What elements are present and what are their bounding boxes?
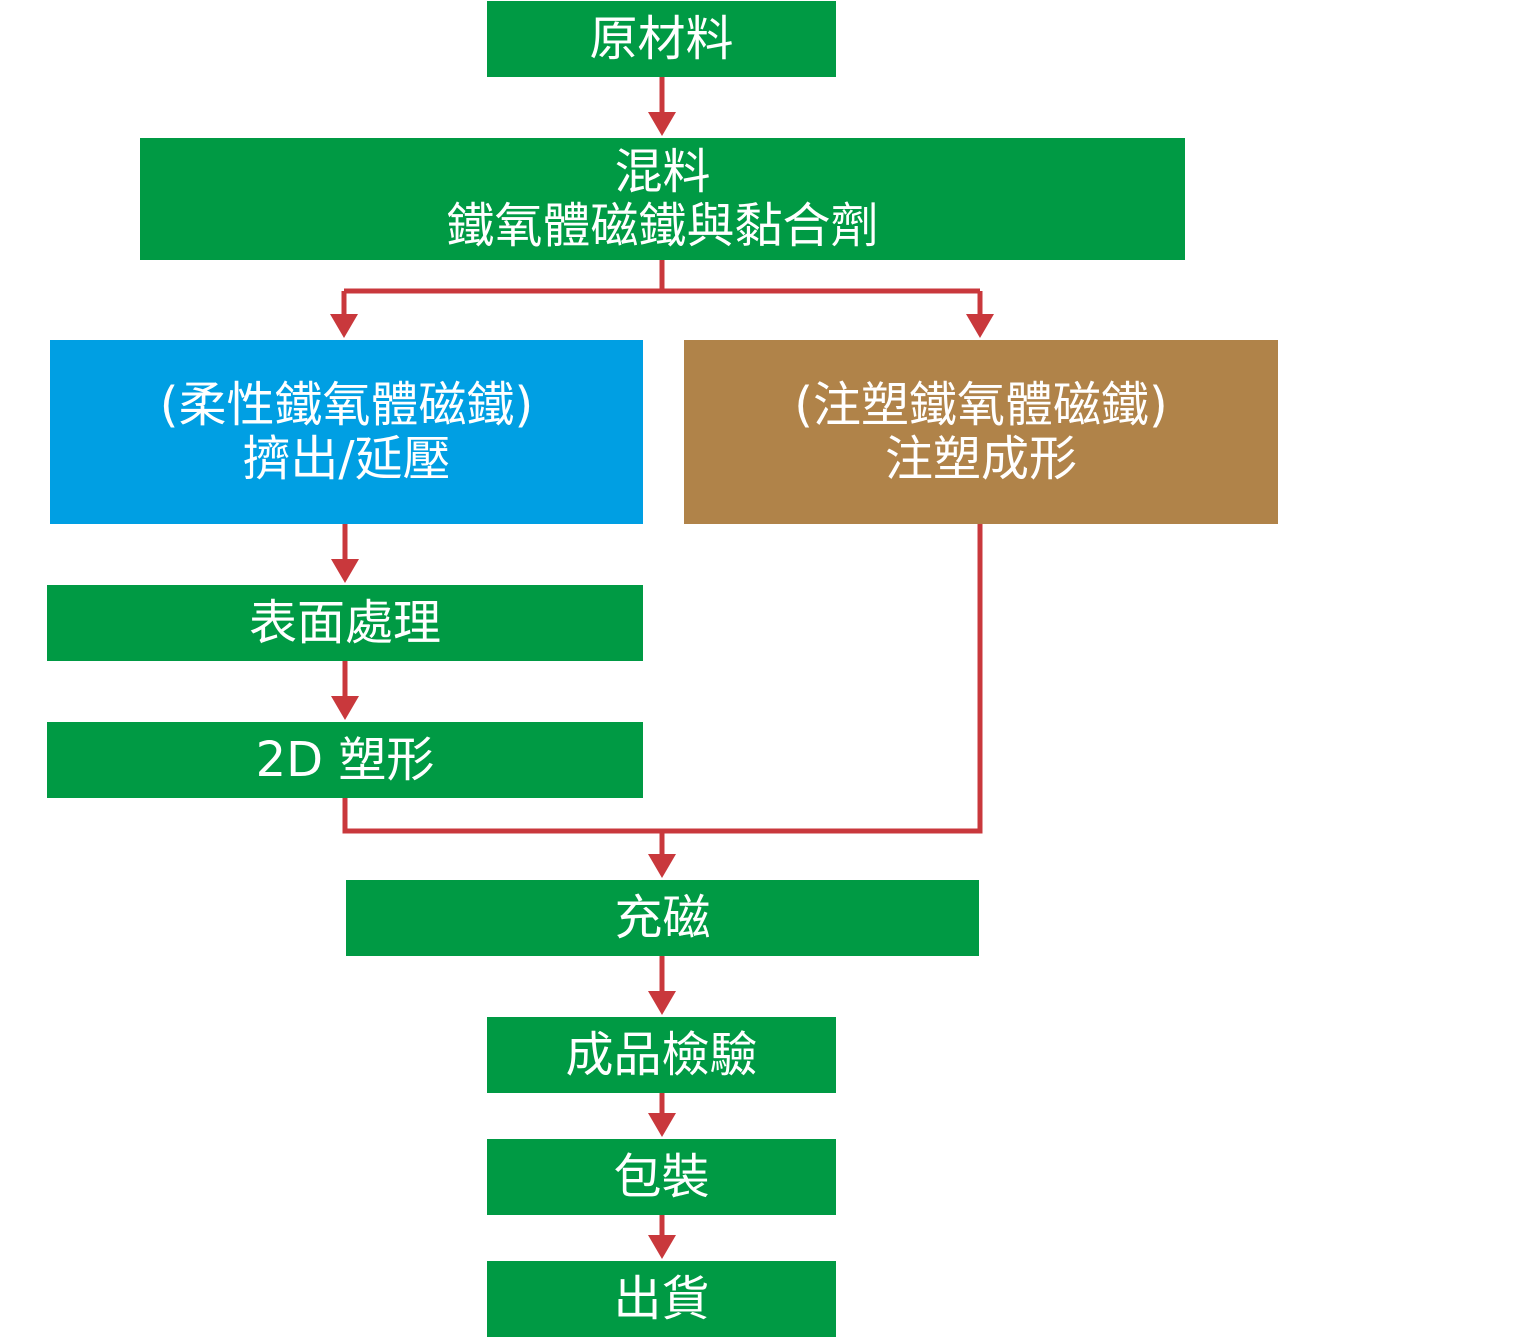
node-shipping-label: 出貨: [613, 1271, 710, 1327]
connector-merge: [342, 524, 983, 860]
node-flexible-process: 擠出/延壓: [242, 431, 451, 487]
arrowhead-shape2d: [331, 696, 359, 720]
node-mixing-title: 混料: [614, 144, 711, 200]
node-injection-process: 注塑成形: [884, 431, 1077, 487]
node-magnetizing: 充磁: [346, 880, 979, 956]
node-magnetizing-label: 充磁: [614, 890, 711, 946]
node-injection-title: (注塑鐵氧體磁鐵): [794, 377, 1168, 433]
node-2d-shaping-label: 2D 塑形: [255, 732, 435, 788]
node-shipping: 出貨: [487, 1261, 836, 1337]
node-mixing-subtitle: 鐵氧體磁鐵與黏合劑: [446, 198, 879, 254]
node-raw-material: 原材料: [487, 1, 836, 77]
node-packaging-label: 包裝: [613, 1149, 710, 1205]
node-mixing: 混料 鐵氧體磁鐵與黏合劑: [140, 138, 1185, 260]
node-surface-treatment: 表面處理: [47, 585, 643, 661]
node-inspection-label: 成品檢驗: [565, 1027, 758, 1083]
arrowhead-ship: [648, 1235, 676, 1259]
node-flexible-extrusion: (柔性鐵氧體磁鐵) 擠出/延壓: [50, 340, 643, 524]
arrowhead-pack: [648, 1113, 676, 1137]
node-2d-shaping: 2D 塑形: [47, 722, 643, 798]
arrowhead-mix: [648, 112, 676, 136]
arrowhead-surface: [331, 559, 359, 583]
arrowhead-inject: [966, 314, 994, 338]
node-injection-molding: (注塑鐵氧體磁鐵) 注塑成形: [684, 340, 1278, 524]
arrowhead-inspect: [648, 991, 676, 1015]
node-flexible-title: (柔性鐵氧體磁鐵): [159, 377, 534, 433]
arrowhead-magnet: [648, 854, 676, 878]
node-packaging: 包裝: [487, 1139, 836, 1215]
connector-mix-to-split: [341, 260, 983, 320]
node-raw-material-label: 原材料: [589, 11, 734, 67]
node-surface-treatment-label: 表面處理: [248, 595, 441, 651]
arrowhead-flex: [330, 314, 358, 338]
node-inspection: 成品檢驗: [487, 1017, 836, 1093]
